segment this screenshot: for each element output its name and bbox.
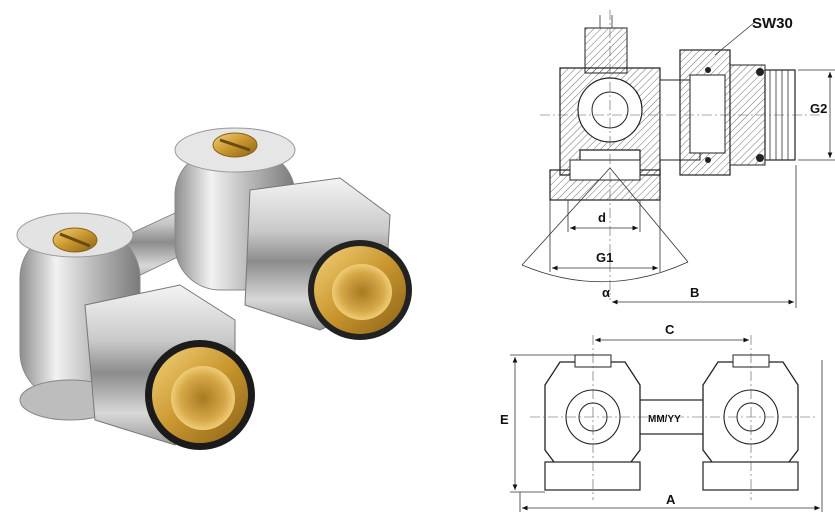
a-label: A [666,492,676,507]
valve-body-back [174,127,412,340]
dimension-g1: G1 [549,200,661,272]
front-view: MM/YY [530,335,815,500]
g2-label: G2 [810,101,827,116]
dimension-e: E [500,354,575,493]
alpha-label: α [602,285,610,300]
wrench-size-callout: SW30 [714,15,793,56]
g1-label: G1 [596,250,613,265]
dimension-c: C [595,322,749,343]
product-photo [16,127,412,450]
dimension-a: A [519,360,823,512]
b-label: B [690,285,699,300]
angle-alpha: α [521,167,689,300]
wrench-size-label: SW30 [752,15,793,32]
c-label: C [665,322,675,337]
e-label: E [500,412,509,427]
valve-body-front [16,212,255,450]
dimension-b: B [612,165,797,308]
d-label: d [598,210,606,225]
section-view [540,10,820,300]
dimension-d: d [567,200,641,232]
date-marking: MM/YY [648,414,681,425]
dimension-g2: G2 [798,69,835,161]
